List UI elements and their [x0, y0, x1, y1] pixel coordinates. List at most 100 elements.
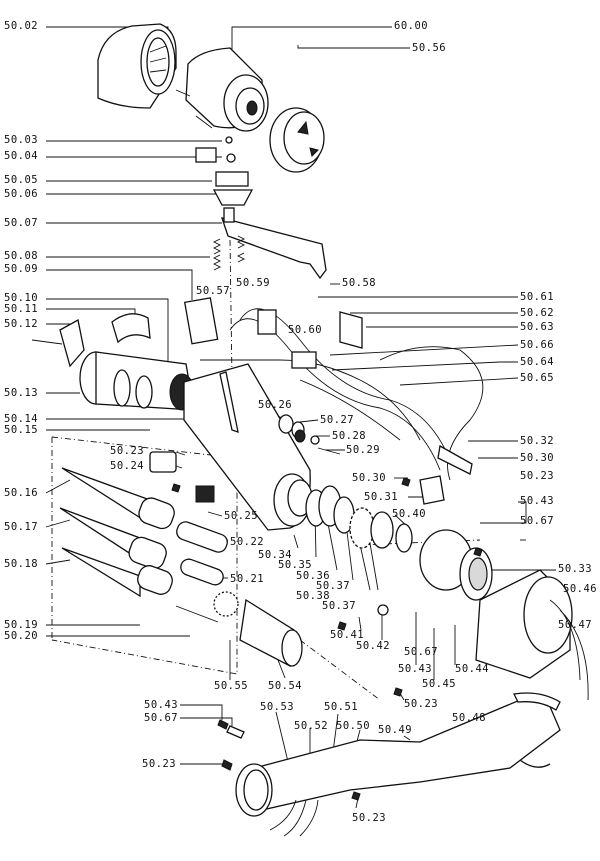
- label-50-51: 50.51: [324, 701, 359, 713]
- label-50-67-b: 50.67: [404, 646, 439, 658]
- label-50-19: 50.19: [4, 619, 39, 631]
- label-50-66: 50.66: [520, 339, 555, 351]
- flange-part: [419, 529, 493, 601]
- label-50-49: 50.49: [378, 724, 413, 736]
- label-50-18: 50.18: [4, 558, 39, 570]
- label-50-55: 50.55: [214, 680, 249, 692]
- label-60-00: 60.00: [394, 20, 429, 32]
- label-50-65: 50.65: [520, 372, 555, 384]
- handle-part: [235, 692, 561, 817]
- small-screws: [171, 477, 483, 801]
- label-50-59: 50.59: [236, 277, 271, 289]
- label-50-26: 50.26: [258, 399, 293, 411]
- label-50-36: 50.36: [296, 570, 331, 582]
- rear-housing: [475, 569, 589, 701]
- washer-part: [278, 414, 294, 434]
- sleeve-part: [180, 558, 224, 586]
- label-50-12: 50.12: [4, 318, 39, 330]
- label-50-54: 50.54: [268, 680, 303, 692]
- rail-part: [221, 207, 327, 280]
- label-50-50: 50.50: [336, 720, 371, 732]
- label-50-11: 50.11: [4, 303, 39, 315]
- label-50-42: 50.42: [356, 640, 391, 652]
- label-50-23-d: 50.23: [142, 758, 177, 770]
- label-50-56: 50.56: [412, 42, 447, 54]
- label-50-23-e: 50.23: [352, 812, 387, 824]
- label-50-27: 50.27: [320, 414, 355, 426]
- nut-part: [294, 429, 306, 443]
- fan-part: [31, 318, 85, 368]
- label-50-43-c: 50.43: [144, 699, 179, 711]
- hood-part: [97, 23, 177, 109]
- label-50-64: 50.64: [520, 356, 555, 368]
- cable-ends: [269, 799, 319, 837]
- ring-parts: [305, 485, 413, 553]
- switch-block: [419, 475, 445, 505]
- heater-cylinder: [239, 598, 303, 668]
- label-50-57: 50.57: [196, 285, 231, 297]
- label-50-23-c: 50.23: [404, 698, 439, 710]
- label-50-05: 50.05: [4, 174, 39, 186]
- label-50-15: 50.15: [4, 424, 39, 436]
- spring-parts: [212, 235, 246, 271]
- element-part: [175, 605, 219, 623]
- label-50-10: 50.10: [4, 292, 39, 304]
- label-50-46: 50.46: [563, 583, 598, 595]
- label-50-37-b: 50.37: [322, 600, 357, 612]
- label-50-52: 50.52: [294, 720, 329, 732]
- label-50-03: 50.03: [4, 134, 39, 146]
- wiring-harness: [200, 308, 484, 481]
- label-50-09: 50.09: [4, 263, 39, 275]
- label-50-30-right: 50.30: [520, 452, 555, 464]
- label-50-24: 50.24: [110, 460, 145, 472]
- connector-block: [291, 351, 317, 369]
- label-50-25: 50.25: [224, 510, 259, 522]
- label-50-43-b: 50.43: [398, 663, 433, 675]
- motor-part: [175, 47, 269, 132]
- label-50-34: 50.34: [258, 549, 293, 561]
- label-50-62: 50.62: [520, 307, 555, 319]
- label-50-41: 50.41: [330, 629, 365, 641]
- label-50-22: 50.22: [230, 536, 265, 548]
- switch-parts: [195, 136, 254, 206]
- bracket-part: [437, 444, 473, 475]
- label-50-32: 50.32: [520, 435, 555, 447]
- label-50-48: 50.48: [452, 712, 487, 724]
- label-50-61: 50.61: [520, 291, 555, 303]
- label-50-13: 50.13: [4, 387, 39, 399]
- label-50-37-a: 50.37: [316, 580, 351, 592]
- label-50-21: 50.21: [230, 573, 265, 585]
- plate-part: [183, 297, 219, 345]
- sleeve-part: [176, 521, 228, 553]
- label-50-20: 50.20: [4, 630, 39, 642]
- label-50-45: 50.45: [422, 678, 457, 690]
- barrel-part: [79, 351, 195, 411]
- label-50-38: 50.38: [296, 590, 331, 602]
- washer-part: [310, 435, 320, 445]
- label-50-60: 50.60: [288, 324, 323, 336]
- label-50-30-center: 50.30: [352, 472, 387, 484]
- label-50-53: 50.53: [260, 701, 295, 713]
- label-50-47: 50.47: [558, 619, 593, 631]
- label-50-67-a: 50.67: [520, 515, 555, 527]
- cap-part: [269, 107, 325, 173]
- knob-part: [149, 451, 177, 473]
- leader-lines: [45, 26, 562, 809]
- screw-part: [317, 447, 341, 455]
- label-50-44: 50.44: [455, 663, 490, 675]
- label-50-02: 50.02: [4, 20, 39, 32]
- label-50-16: 50.16: [4, 487, 39, 499]
- label-50-06: 50.06: [4, 188, 39, 200]
- label-50-63: 50.63: [520, 321, 555, 333]
- nozzle-parts: [59, 467, 175, 598]
- clip-part: [111, 313, 151, 344]
- label-50-31: 50.31: [364, 491, 399, 503]
- label-50-04: 50.04: [4, 150, 39, 162]
- label-50-40: 50.40: [392, 508, 427, 520]
- bracket-part: [339, 311, 363, 349]
- label-50-43-a: 50.43: [520, 495, 555, 507]
- block-part: [195, 485, 215, 503]
- label-50-07: 50.07: [4, 217, 39, 229]
